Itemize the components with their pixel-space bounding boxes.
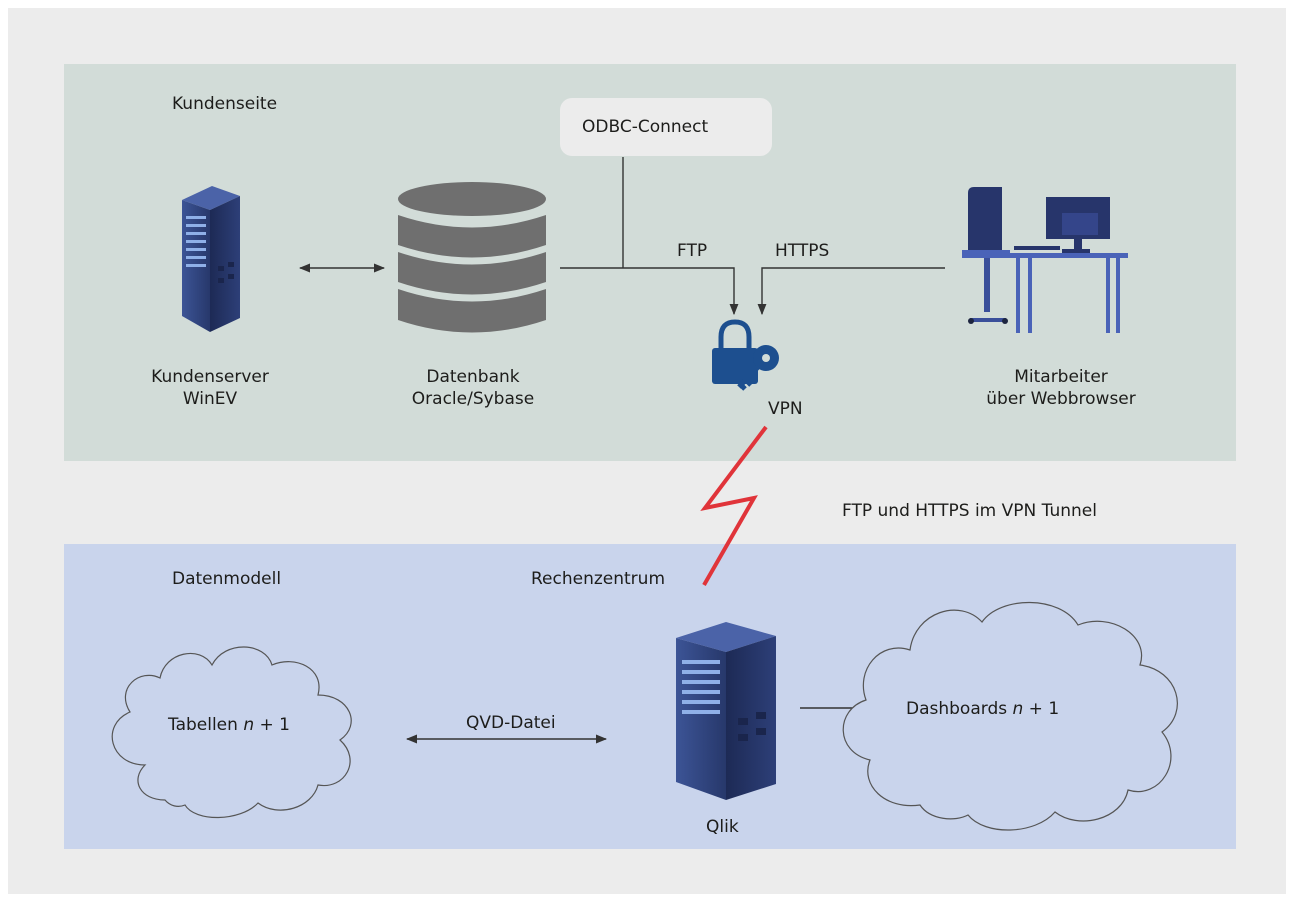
qvd-label: QVD-Datei: [466, 713, 556, 733]
qlik-label: Qlik: [706, 817, 739, 837]
vpn-tunnel-bolt: [700, 425, 768, 586]
employee-label: Mitarbeiter über Webbrowser: [966, 366, 1156, 410]
tables-label-text: Tabellen: [168, 715, 244, 735]
odbc-connect-label: ODBC-Connect: [582, 117, 709, 137]
customer-server-app: WinEV: [182, 389, 238, 409]
dashboards-label-suffix: + 1: [1023, 699, 1060, 719]
workstation-icon: [962, 187, 1128, 333]
tables-label-var: n: [243, 715, 255, 735]
database-name: Datenbank: [426, 367, 520, 387]
customer-zone-label: Kundenseite: [172, 94, 278, 114]
cloud-tables: [111, 646, 352, 819]
customer-server-label: Kundenserver WinEV: [130, 366, 290, 410]
https-label: HTTPS: [775, 241, 830, 261]
qlik-server-icon: [676, 622, 776, 800]
tables-label: Tabellen n + 1: [168, 714, 290, 736]
dashboards-label-text: Dashboards: [906, 699, 1013, 719]
data-model-label: Datenmodell: [172, 569, 282, 589]
database-label: Datenbank Oracle/Sybase: [388, 366, 558, 410]
lock-key-icon: [712, 319, 779, 391]
employee-access: über Webbrowser: [986, 389, 1136, 409]
tables-label-suffix: + 1: [254, 715, 290, 735]
database-type: Oracle/Sybase: [411, 389, 535, 409]
server-icon: [182, 186, 240, 332]
dashboards-label: Dashboards n + 1: [906, 698, 1059, 720]
ftp-label: FTP: [677, 241, 708, 261]
connector-lines: [298, 157, 945, 744]
database-icon: [398, 182, 546, 333]
ftp-arrow: [560, 267, 739, 316]
tunnel-label: FTP und HTTPS im VPN Tunnel: [842, 501, 1097, 521]
datacenter-label: Rechenzentrum: [531, 569, 666, 589]
odbc-connect-box: ODBC-Connect: [560, 98, 772, 156]
https-arrow: [757, 267, 945, 316]
customer-server-name: Kundenserver: [151, 367, 269, 387]
dashboards-label-var: n: [1012, 699, 1024, 719]
employee-name: Mitarbeiter: [1014, 367, 1108, 387]
cloud-dashboards: [842, 601, 1178, 831]
vpn-label: VPN: [768, 399, 803, 419]
